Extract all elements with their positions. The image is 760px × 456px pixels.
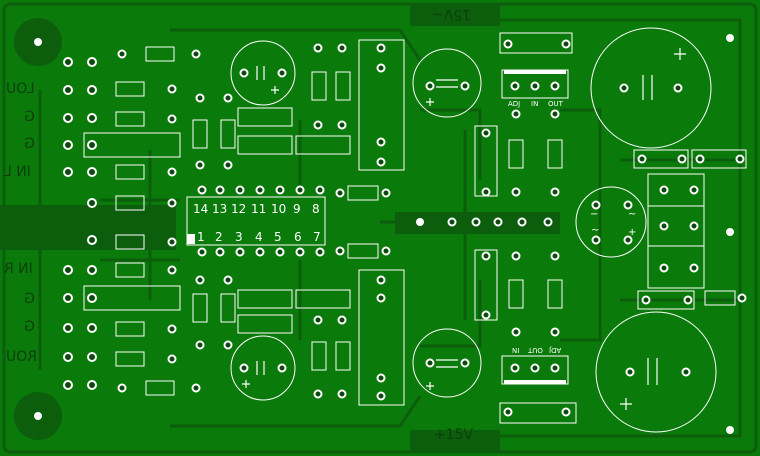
label-rout: ROU [6, 349, 37, 365]
bridge-minus: − [590, 209, 599, 220]
ic-pin-12: 12 [231, 202, 247, 216]
ic-pin-10: 10 [271, 202, 287, 216]
label-gnd-4: G [24, 319, 35, 335]
supply-positive-label: +15V [434, 427, 474, 443]
ic-pin-9: 9 [293, 202, 301, 216]
ic-pin-3: 3 [235, 230, 243, 244]
ic-pin-11: 11 [251, 202, 267, 216]
ic-pin-8: 8 [312, 202, 320, 216]
ic-pin-6: 6 [294, 230, 302, 244]
ic-pin-2: 2 [215, 230, 223, 244]
ic-pin-13: 13 [212, 202, 228, 216]
label-in-r: IN R [4, 261, 33, 277]
label-gnd-3: G [24, 291, 35, 307]
bridge-plus: + [628, 227, 637, 238]
label-gnd-2: G [24, 136, 35, 152]
reg-top-adj: ADJ [508, 100, 521, 108]
label-lout: LOU [6, 81, 35, 97]
reg-bottom-out: OUT [528, 346, 543, 354]
supply-negative-label: 15V− [432, 6, 472, 22]
reg-top-in: IN [531, 100, 539, 108]
bridge-ac-1: ~ [628, 209, 637, 220]
ic-pin-7: 7 [313, 230, 321, 244]
ic-pin-1: 1 [197, 230, 205, 244]
ic-pin-5: 5 [274, 230, 282, 244]
ic-pin-14: 14 [193, 202, 209, 216]
reg-bottom-in: IN [512, 346, 520, 354]
label-in-l: IN L [4, 164, 31, 180]
reg-bottom-adj: ADJ [549, 346, 562, 354]
reg-top-out: OUT [548, 100, 563, 108]
ic-pin-4: 4 [255, 230, 263, 244]
bridge-ac-2: ~ [591, 225, 600, 236]
label-gnd-1: G [24, 109, 35, 125]
